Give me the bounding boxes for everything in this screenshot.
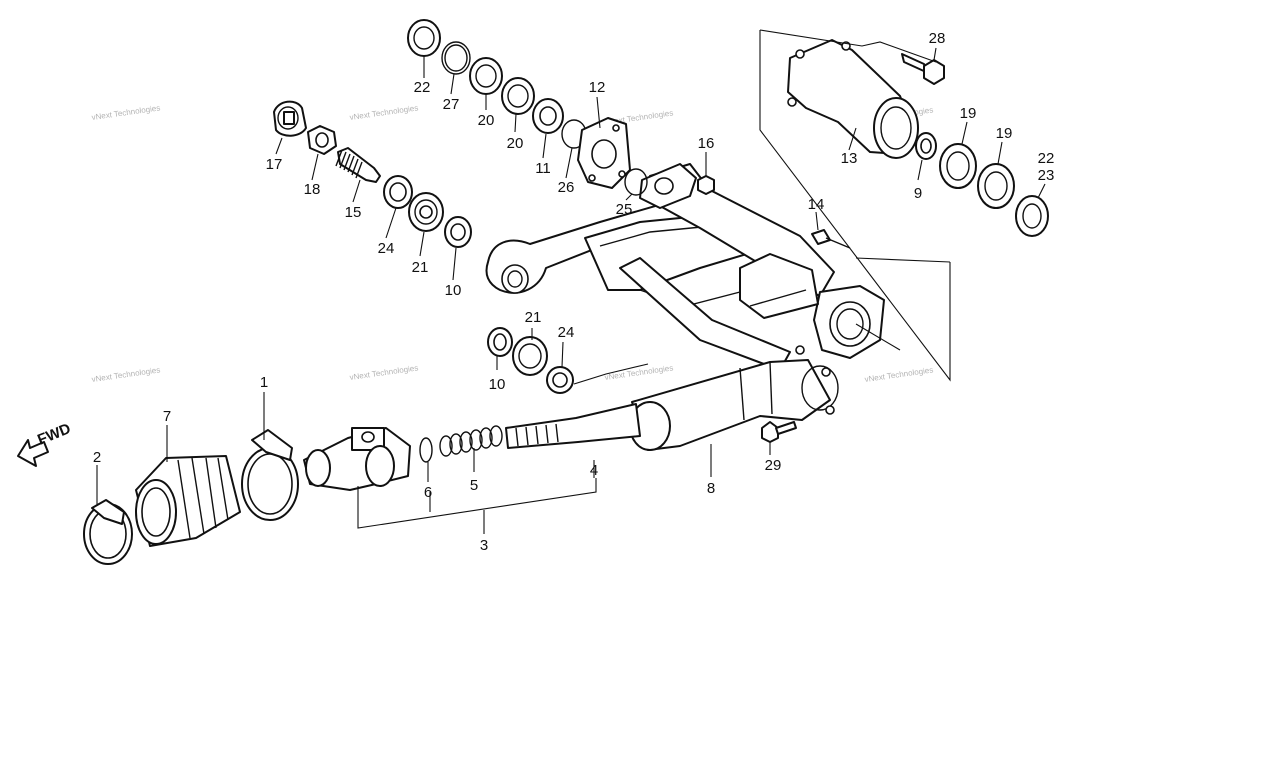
- callout-15: 15: [345, 204, 362, 221]
- watermark-text: vNext Technologies: [349, 103, 419, 122]
- callout-12: 12: [589, 79, 606, 96]
- callout-25: 25: [616, 201, 633, 218]
- callout-22-right: 22: [1038, 150, 1055, 167]
- upper-pivot-parts: [407, 19, 715, 196]
- callout-1: 1: [260, 374, 268, 391]
- callout-8: 8: [707, 480, 715, 497]
- watermark-text: vNext Technologies: [349, 363, 419, 382]
- callout-13: 13: [841, 150, 858, 167]
- callout-23: 23: [1038, 167, 1055, 184]
- callout-20-upper: 20: [478, 112, 495, 129]
- callout-29: 29: [765, 457, 782, 474]
- callout-22-top: 22: [414, 79, 431, 96]
- final-drive-parts: [787, 39, 1049, 249]
- bolt-29: [761, 421, 797, 443]
- callout-19-left: 19: [960, 105, 977, 122]
- callout-6: 6: [424, 484, 432, 501]
- callout-4: 4: [590, 462, 598, 479]
- callout-28: 28: [929, 30, 946, 47]
- swingarm-frame: [485, 163, 885, 371]
- watermark-text: vNext Technologies: [864, 365, 934, 384]
- callout-labels: 1 2 3 4 5 6 7 8 9 10 10 11 12 13 14 15 1…: [93, 30, 1055, 554]
- left-pivot-parts: [273, 100, 472, 248]
- watermark-text: vNext Technologies: [91, 103, 161, 122]
- drive-shaft-housing: [629, 345, 839, 451]
- callout-16: 16: [698, 135, 715, 152]
- callout-21-upper: 21: [412, 259, 429, 276]
- callout-20-lower: 20: [507, 135, 524, 152]
- callout-11: 11: [535, 160, 551, 177]
- callout-10-lower: 10: [489, 376, 506, 393]
- callout-21-lower: 21: [525, 309, 542, 326]
- callout-24-lower: 24: [558, 324, 575, 341]
- lower-pivot-parts: [487, 327, 649, 394]
- callout-2: 2: [93, 449, 101, 466]
- fwd-label: FWD: [35, 420, 73, 449]
- callout-26: 26: [558, 179, 575, 196]
- callout-17: 17: [266, 156, 283, 173]
- callout-24-upper: 24: [378, 240, 395, 257]
- watermark-text: vNext Technologies: [91, 365, 161, 384]
- callout-27: 27: [443, 96, 460, 113]
- fwd-arrow-icon: FWD: [17, 420, 73, 467]
- callout-19-right: 19: [996, 125, 1013, 142]
- callout-7: 7: [163, 408, 171, 425]
- callout-14: 14: [808, 196, 825, 213]
- leader-lines: [96, 47, 1046, 506]
- drive-shaft-assembly: [83, 403, 641, 565]
- callout-18: 18: [304, 181, 321, 198]
- callout-5: 5: [470, 477, 478, 494]
- callout-10-upper: 10: [445, 282, 462, 299]
- callout-9: 9: [914, 185, 922, 202]
- callout-3: 3: [480, 537, 488, 554]
- final-drive-bracket-lines: [759, 29, 951, 382]
